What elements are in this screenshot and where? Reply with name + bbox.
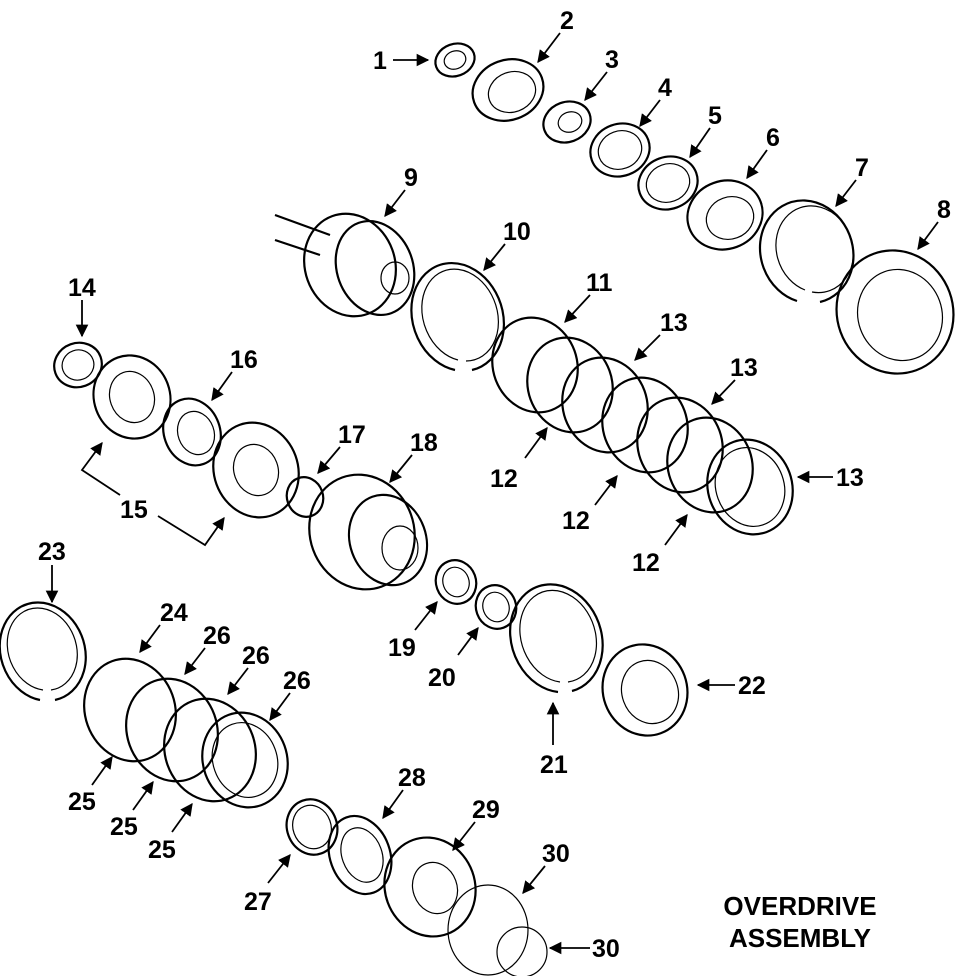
part-12-clutch-plates [526,336,754,514]
part-8-drum [835,249,955,375]
callout-12-b: 12 [562,507,590,535]
callout-25-a: 25 [68,788,96,816]
part-13-clutch-discs [561,356,794,536]
callout-13-c: 13 [836,464,864,492]
leader-arrows [45,32,939,955]
callout-labels: 1 2 3 4 5 6 7 8 9 10 11 12 12 12 13 13 1… [38,7,951,963]
callout-23: 23 [38,538,66,566]
callout-13-a: 13 [660,309,688,337]
part-23-snap-ring [0,601,87,702]
part-7-snap-ring [758,199,855,304]
callout-20: 20 [428,664,456,692]
callout-7: 7 [855,154,869,182]
diagram-title: OVERDRIVE ASSEMBLY [700,890,900,954]
part-15-bearing [92,354,300,519]
title-line-1: OVERDRIVE [723,891,877,921]
callout-8: 8 [937,196,951,224]
callout-24: 24 [160,599,188,627]
callout-14: 14 [68,274,96,302]
callout-5: 5 [708,102,722,130]
callout-25-c: 25 [148,836,176,864]
callout-15: 15 [120,496,148,524]
part-20-washer [474,584,518,630]
callout-11: 11 [586,269,613,297]
callout-18: 18 [410,429,438,457]
callout-30-b: 30 [592,935,620,963]
part-1-bushing [434,42,476,78]
callout-10: 10 [503,218,531,246]
callout-2: 2 [560,7,574,35]
part-11-ring [491,316,579,414]
part-19-washer [434,559,478,605]
callout-22: 22 [738,672,766,700]
callout-25-b: 25 [110,813,138,841]
part-16-roller-bearing [162,397,222,467]
callout-6: 6 [766,124,780,152]
part-18-sun-gear [308,473,429,591]
callout-9: 9 [404,164,418,192]
callout-26-b: 26 [242,642,270,670]
part-27-washer [285,798,339,856]
part-9-output-shaft [274,212,416,318]
part-24-26-clutch-pack [83,657,289,809]
callout-21: 21 [540,751,568,779]
part-6-bearing [686,179,764,251]
callout-27: 27 [244,888,272,916]
callout-12-a: 12 [490,465,518,493]
callout-16: 16 [230,346,258,374]
callout-3: 3 [605,46,619,74]
part-2-bearing [471,58,545,122]
part-10-snap-ring [410,262,506,372]
callout-17: 17 [338,421,366,449]
part-28-sprag [327,814,393,896]
callout-30-a: 30 [542,840,570,868]
part-21-snap-ring [509,583,604,694]
part-3-bushing [542,100,592,144]
part-22-clutch-plate [601,643,689,737]
part-30-seals [447,884,548,976]
callout-28: 28 [398,764,426,792]
callout-26-a: 26 [203,622,231,650]
callout-12-c: 12 [632,549,660,577]
title-line-2: ASSEMBLY [728,923,872,953]
part-17-washer [285,476,325,518]
callout-4: 4 [658,74,672,102]
callout-29: 29 [472,796,500,824]
callout-26-c: 26 [283,667,311,695]
part-29-bearing [383,836,477,938]
callout-13-b: 13 [730,354,758,382]
part-14-washer [53,341,103,389]
callout-19: 19 [388,634,416,662]
callout-1: 1 [373,47,387,75]
part-4-washer [589,122,651,178]
part-5-washer [637,155,699,211]
